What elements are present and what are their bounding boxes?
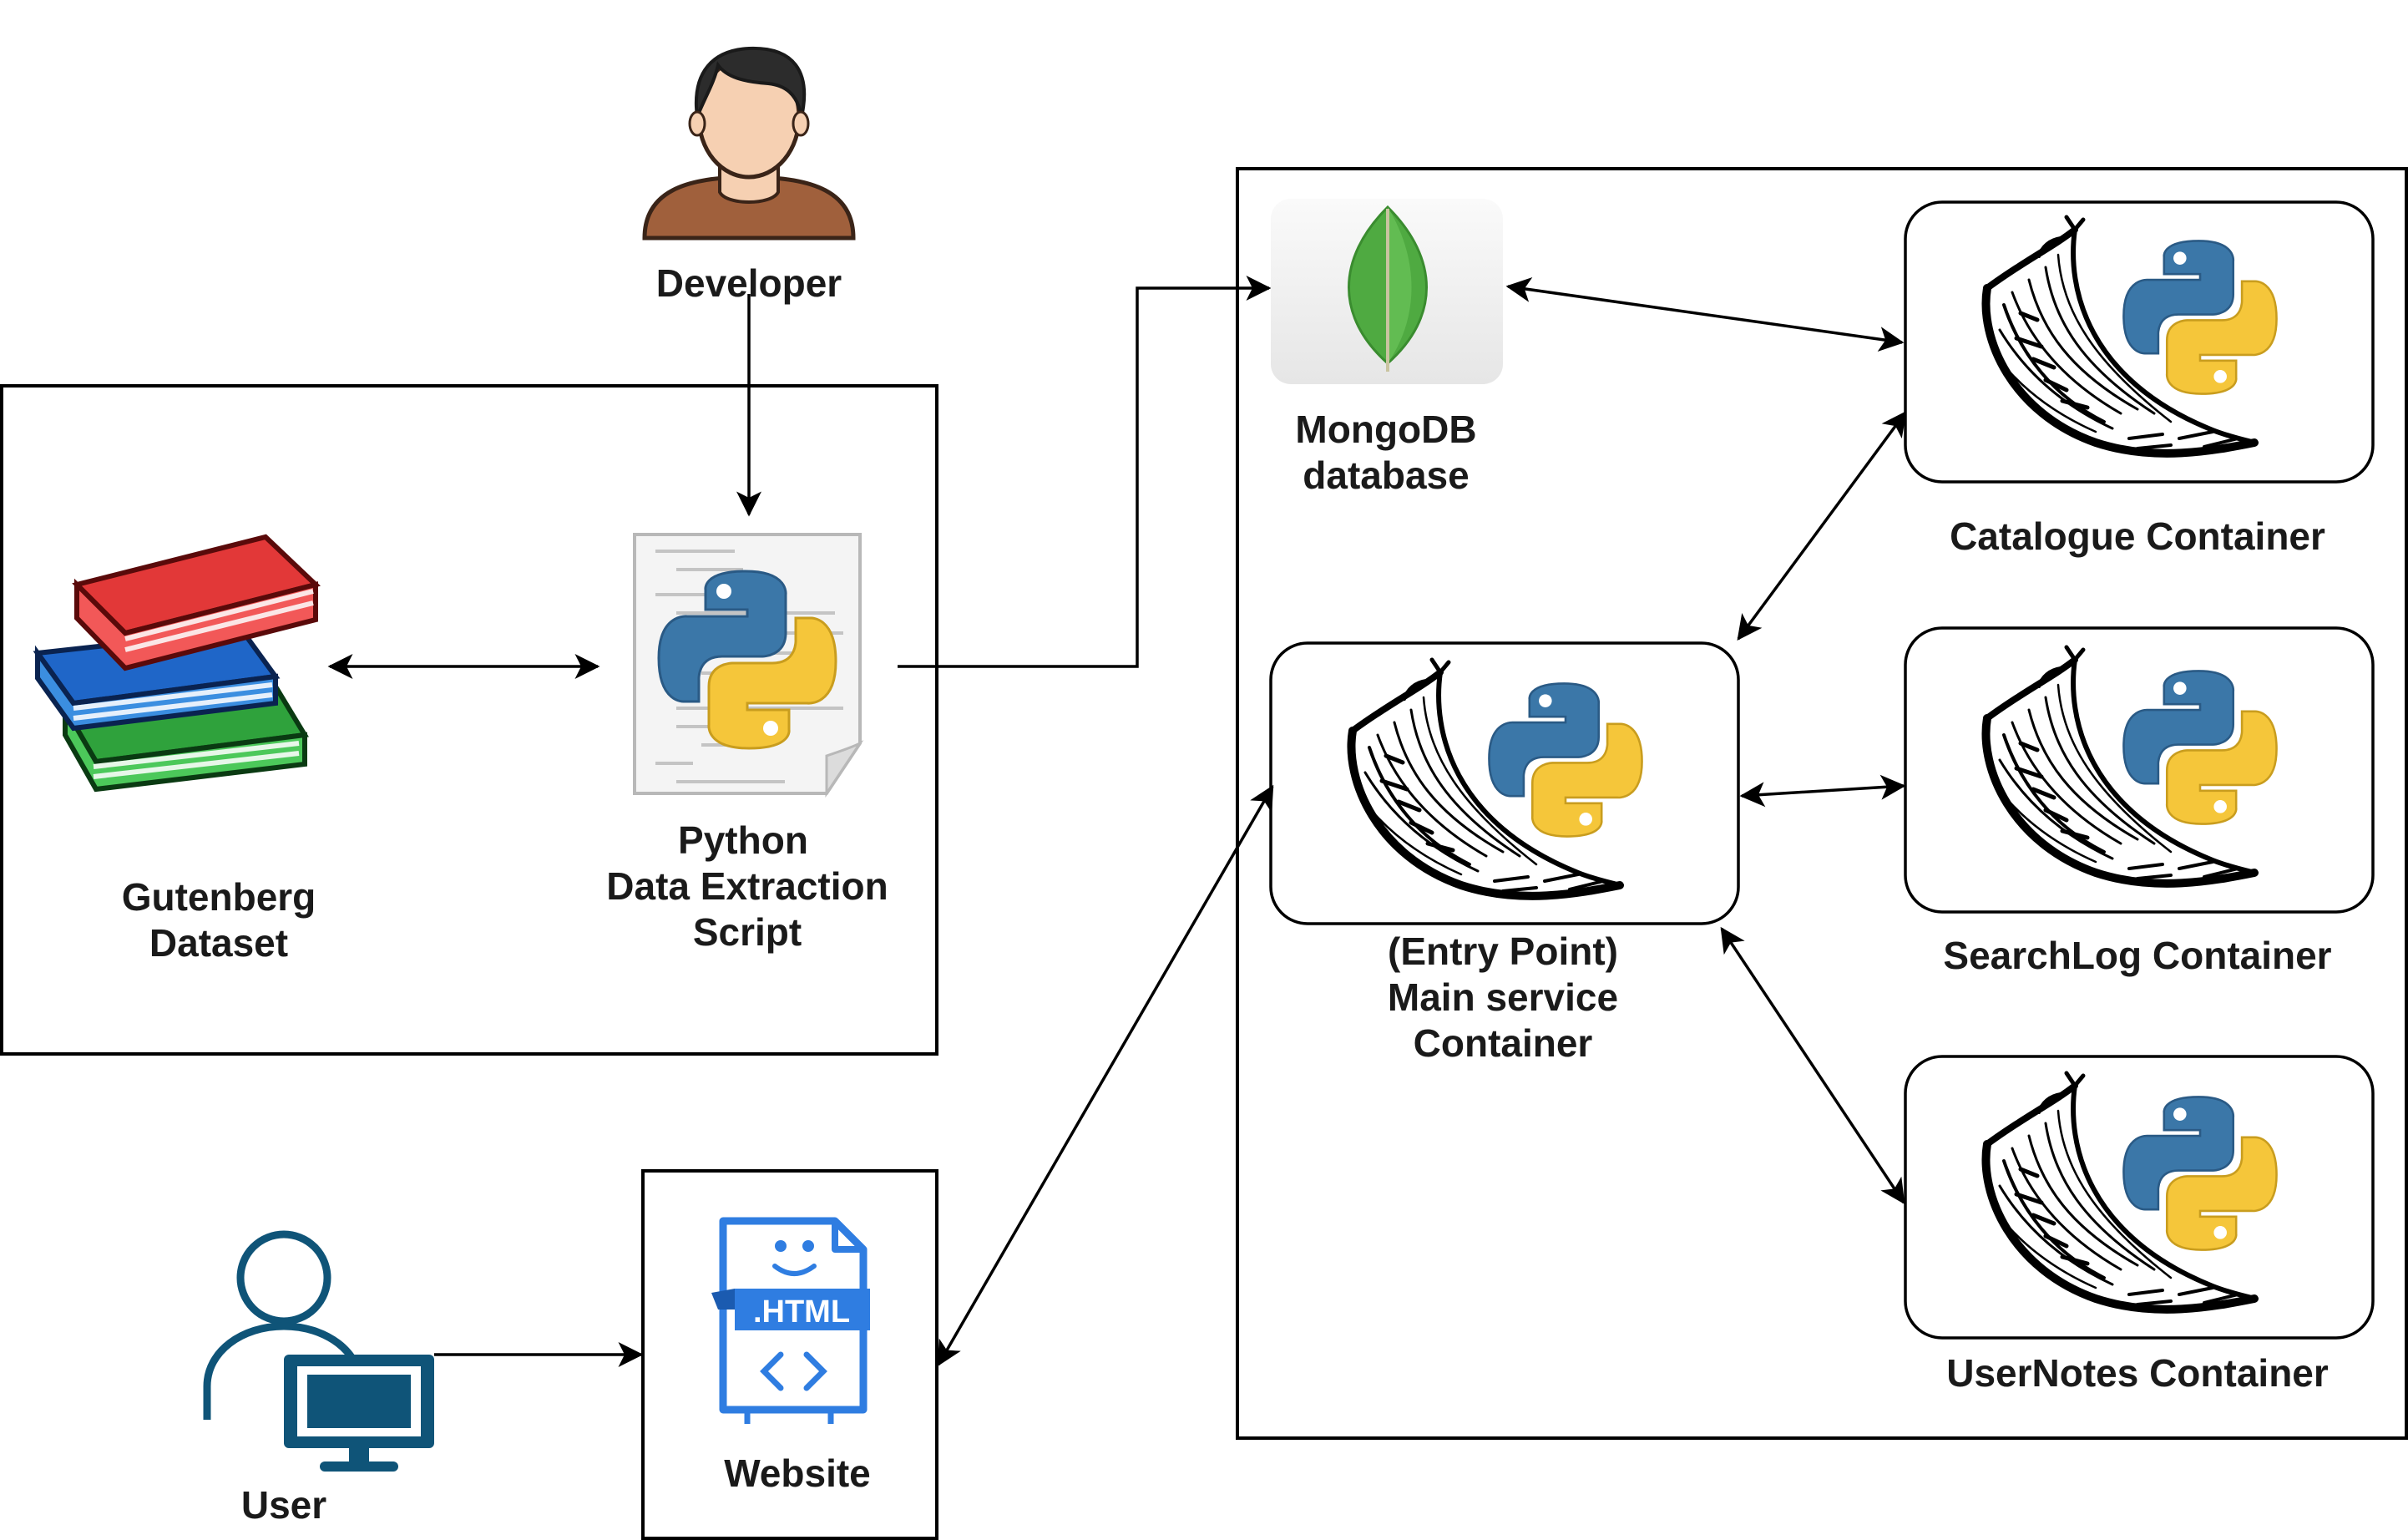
script-to-mongo-arrow xyxy=(898,276,1272,668)
searchlog-container-label: SearchLog Container xyxy=(1943,934,2331,977)
books-stack-icon xyxy=(33,534,321,793)
python-label-line2: Data Extraction xyxy=(606,864,888,908)
user-computer-icon xyxy=(203,1230,434,1472)
usernotes-container-label: UserNotes Container xyxy=(1946,1351,2329,1395)
gutenberg-label-line1: Gutenberg xyxy=(122,875,316,919)
main-service-label-line1: (Entry Point) xyxy=(1388,930,1618,973)
user-label: User xyxy=(241,1483,326,1527)
developer-label: Developer xyxy=(656,261,842,305)
mongodb-leaf-icon xyxy=(1271,199,1503,384)
main-searchlog-arrow xyxy=(1739,774,1906,808)
website-main-arrow xyxy=(937,784,1274,1367)
mongodb-label-line2: database xyxy=(1303,453,1469,497)
html-file-icon: .HTML xyxy=(711,1217,870,1424)
connectors xyxy=(327,276,1907,1367)
mongodb-label-line1: MongoDB xyxy=(1295,408,1476,451)
python-script-file-icon xyxy=(633,533,864,798)
main-service-label-line2: Main service xyxy=(1388,975,1618,1019)
website-label: Website xyxy=(724,1451,871,1495)
main-service-label-line3: Container xyxy=(1414,1021,1593,1065)
python-label-line3: Script xyxy=(693,910,802,954)
mongo-catalogue-arrow xyxy=(1505,277,1905,352)
gutenberg-label-line2: Dataset xyxy=(149,921,288,965)
html-badge-text: .HTML xyxy=(753,1294,850,1330)
data-pipeline-frame xyxy=(0,384,938,1056)
main-usernotes-arrow xyxy=(1720,926,1905,1205)
main-catalogue-arrow xyxy=(1737,410,1907,641)
catalogue-container-label: Catalogue Container xyxy=(1950,514,2325,558)
person-avatar-icon xyxy=(642,46,856,241)
python-label-line1: Python xyxy=(678,818,808,862)
